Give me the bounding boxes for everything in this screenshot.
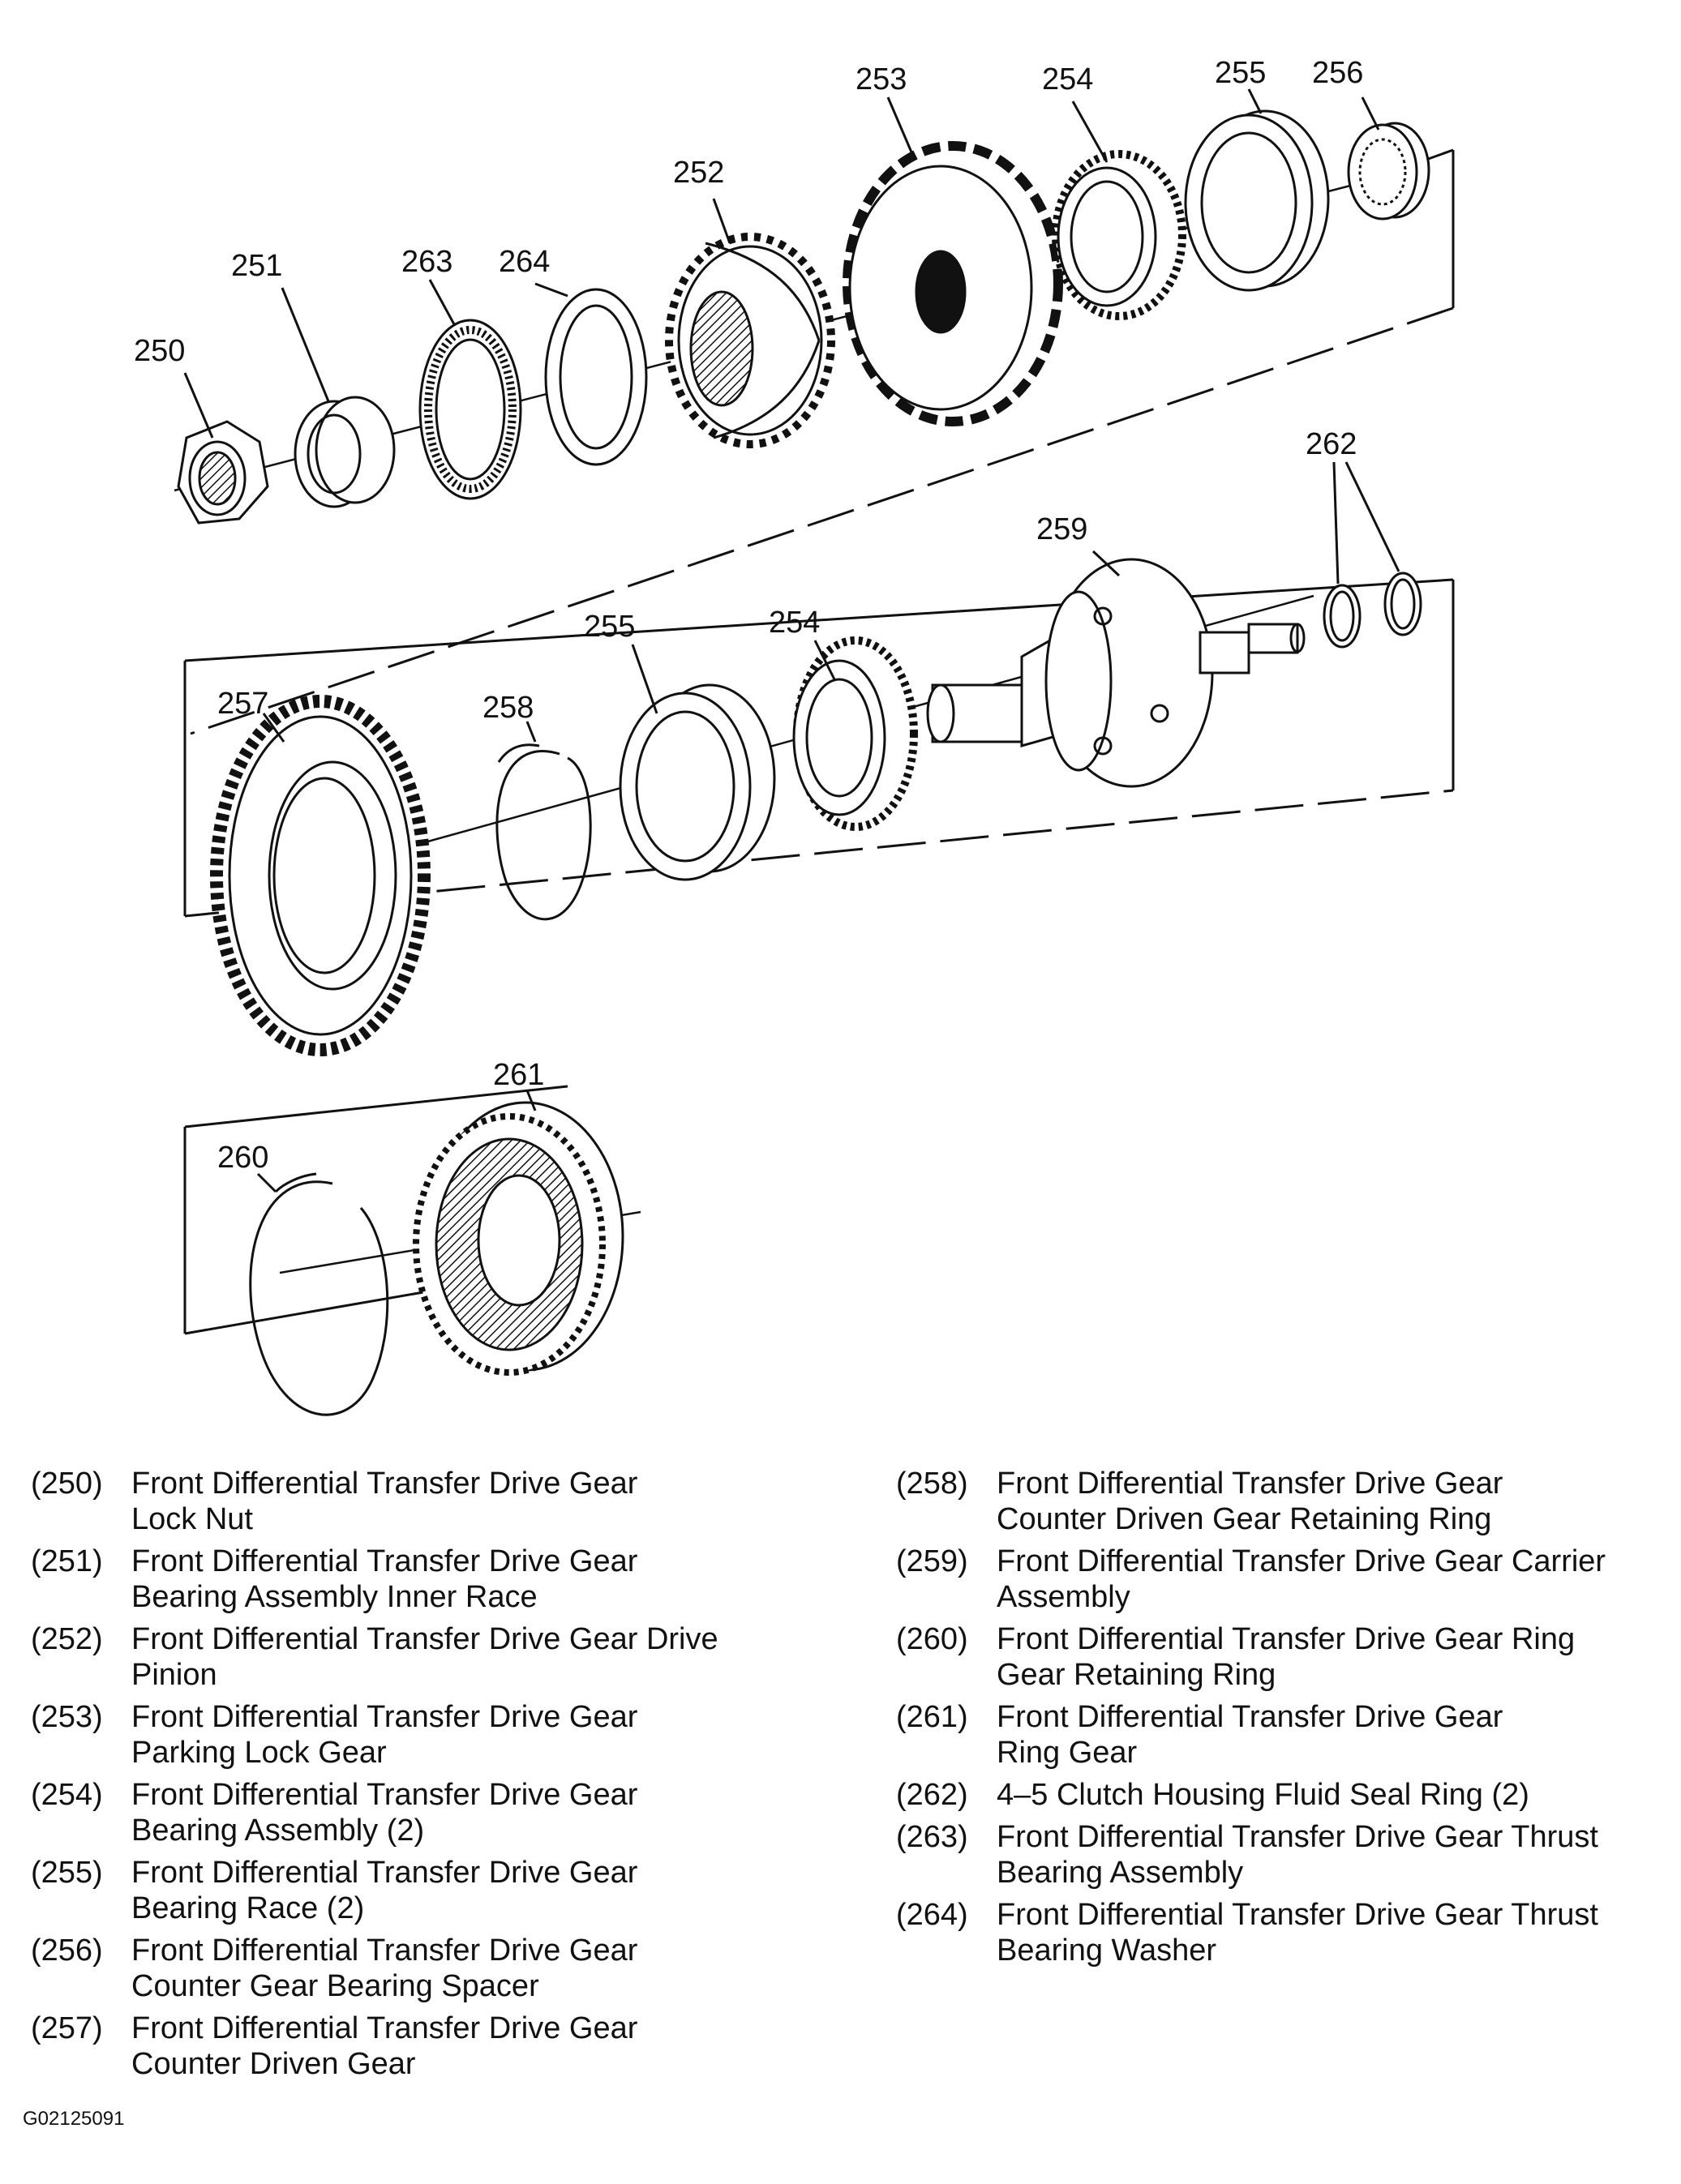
legend-item: (260) Front Differential Transfer Drive G… (896, 1621, 1675, 1693)
legend-description: Front Differential Transfer Drive Gear L… (131, 1467, 638, 1536)
legend-item: (250) Front Differential Transfer Drive G… (31, 1466, 842, 1537)
legend-item: (262) 4–5 Clutch Housing Fluid Seal Ring … (896, 1777, 1675, 1813)
legend-item: (264) Front Differential Transfer Drive G… (896, 1897, 1675, 1968)
drive-pinion-252 (665, 233, 835, 448)
legend-number: (250) (31, 1467, 103, 1501)
legend-item: (256) Front Differential Transfer Drive G… (31, 1933, 842, 2004)
legend-number: (255) (31, 1856, 103, 1890)
legend-description: Front Differential Transfer Drive Gear B… (131, 1544, 638, 1614)
top-assembly-group (174, 88, 1455, 735)
legend-left-column: (250) Front Differential Transfer Drive G… (31, 1466, 842, 2088)
legend-description: Front Differential Transfer Drive Gear D… (131, 1622, 718, 1692)
middle-assembly-group (183, 461, 1455, 1056)
legend-description: Front Differential Transfer Drive Gear R… (997, 1622, 1576, 1692)
legend-description: Front Differential Transfer Drive Gear T… (997, 1820, 1598, 1890)
legend-number: (256) (31, 1933, 103, 1968)
bearing-race-255-middle (619, 683, 776, 881)
legend-item: (261) Front Differential Transfer Drive G… (896, 1699, 1675, 1771)
parking-lock-gear-253 (843, 141, 1063, 426)
exploded-view-diagram: 250 251 263 264 252 253 254 255 256 262 … (134, 56, 1455, 1416)
bearing-assembly-254-middle (792, 636, 918, 831)
callout-257: 257 (217, 687, 268, 721)
callout-263: 263 (401, 245, 452, 279)
legend-item: (263) Front Differential Transfer Drive G… (896, 1819, 1675, 1891)
thrust-bearing-263 (418, 319, 522, 500)
legend-number: (261) (896, 1700, 968, 1734)
legend-number: (253) (31, 1700, 103, 1734)
callout-260: 260 (217, 1141, 268, 1175)
bearing-race-255-top (1184, 109, 1330, 292)
legend-number: (263) (896, 1820, 968, 1854)
legend-item: (259) Front Differential Transfer Drive G… (896, 1544, 1675, 1615)
callout-251: 251 (231, 249, 282, 283)
legend-description: Front Differential Transfer Drive Gear C… (131, 1933, 638, 2003)
callout-250: 250 (134, 334, 185, 368)
legend-number: (259) (896, 1544, 968, 1578)
lock-nut-250 (177, 420, 269, 525)
callout-252: 252 (673, 156, 724, 190)
legend-number: (257) (31, 2011, 103, 2045)
legend-right-column: (258) Front Differential Transfer Drive G… (896, 1466, 1675, 1975)
bearing-assembly-254-top (1052, 150, 1186, 320)
thrust-washer-264 (544, 288, 648, 466)
bottom-panel-top-edge (184, 1085, 568, 1128)
callout-264: 264 (499, 245, 550, 279)
legend-number: (258) (896, 1467, 968, 1501)
callout-262: 262 (1306, 427, 1357, 461)
legend-item: (251) Front Differential Transfer Drive G… (31, 1544, 842, 1615)
callout-255-top: 255 (1215, 56, 1266, 90)
inner-race-251 (294, 396, 396, 508)
legend-description: Front Differential Transfer Drive Gear B… (131, 1856, 638, 1925)
top-panel-bottom-edge (190, 306, 1454, 735)
bottom-panel-bottom-edge (184, 1287, 443, 1335)
callout-261: 261 (493, 1058, 544, 1092)
retaining-ring-258 (495, 743, 592, 921)
legend-item: (255) Front Differential Transfer Drive G… (31, 1855, 842, 1926)
legend-description: Front Differential Transfer Drive Gear R… (997, 1700, 1503, 1770)
figure-code: G02125091 (23, 2108, 125, 2130)
legend-item: (253) Front Differential Transfer Drive G… (31, 1699, 842, 1771)
bottom-assembly-group (183, 1085, 641, 1416)
retaining-ring-260 (249, 1172, 389, 1416)
callout-254-middle: 254 (769, 606, 820, 640)
legend-description: 4–5 Clutch Housing Fluid Seal Ring (2) (997, 1778, 1529, 1812)
callout-259: 259 (1036, 512, 1087, 546)
legend-number: (251) (31, 1544, 103, 1578)
legend-item: (252) Front Differential Transfer Drive G… (31, 1621, 842, 1693)
legend-number: (252) (31, 1622, 103, 1656)
carrier-assembly-259 (926, 558, 1306, 788)
legend-item: (257) Front Differential Transfer Drive G… (31, 2011, 842, 2082)
legend-item: (254) Front Differential Transfer Drive G… (31, 1777, 842, 1848)
legend-number: (254) (31, 1778, 103, 1812)
legend-description: Front Differential Transfer Drive Gear P… (131, 1700, 638, 1770)
legend-description: Front Differential Transfer Drive Gear C… (131, 2011, 638, 2081)
bearing-spacer-256 (1347, 122, 1430, 221)
legend-description: Front Differential Transfer Drive Gear T… (997, 1898, 1598, 1968)
callout-253: 253 (856, 62, 907, 96)
legend-item: (258) Front Differential Transfer Drive G… (896, 1466, 1675, 1537)
legend-description: Front Differential Transfer Drive Gear C… (997, 1467, 1503, 1536)
legend-number: (260) (896, 1622, 968, 1656)
seal-rings-262 (1323, 572, 1422, 649)
callout-254-top: 254 (1042, 62, 1093, 96)
legend-number: (262) (896, 1778, 968, 1812)
callout-258: 258 (482, 691, 534, 725)
callout-256: 256 (1312, 56, 1363, 90)
legend-number: (264) (896, 1898, 968, 1932)
counter-driven-gear-257 (210, 695, 431, 1056)
callout-255-middle: 255 (584, 610, 635, 644)
ring-gear-261 (413, 1101, 624, 1376)
legend-description: Front Differential Transfer Drive Gear B… (131, 1778, 638, 1848)
middle-panel-top-edge (184, 578, 1454, 662)
legend-description: Front Differential Transfer Drive Gear C… (997, 1544, 1606, 1614)
